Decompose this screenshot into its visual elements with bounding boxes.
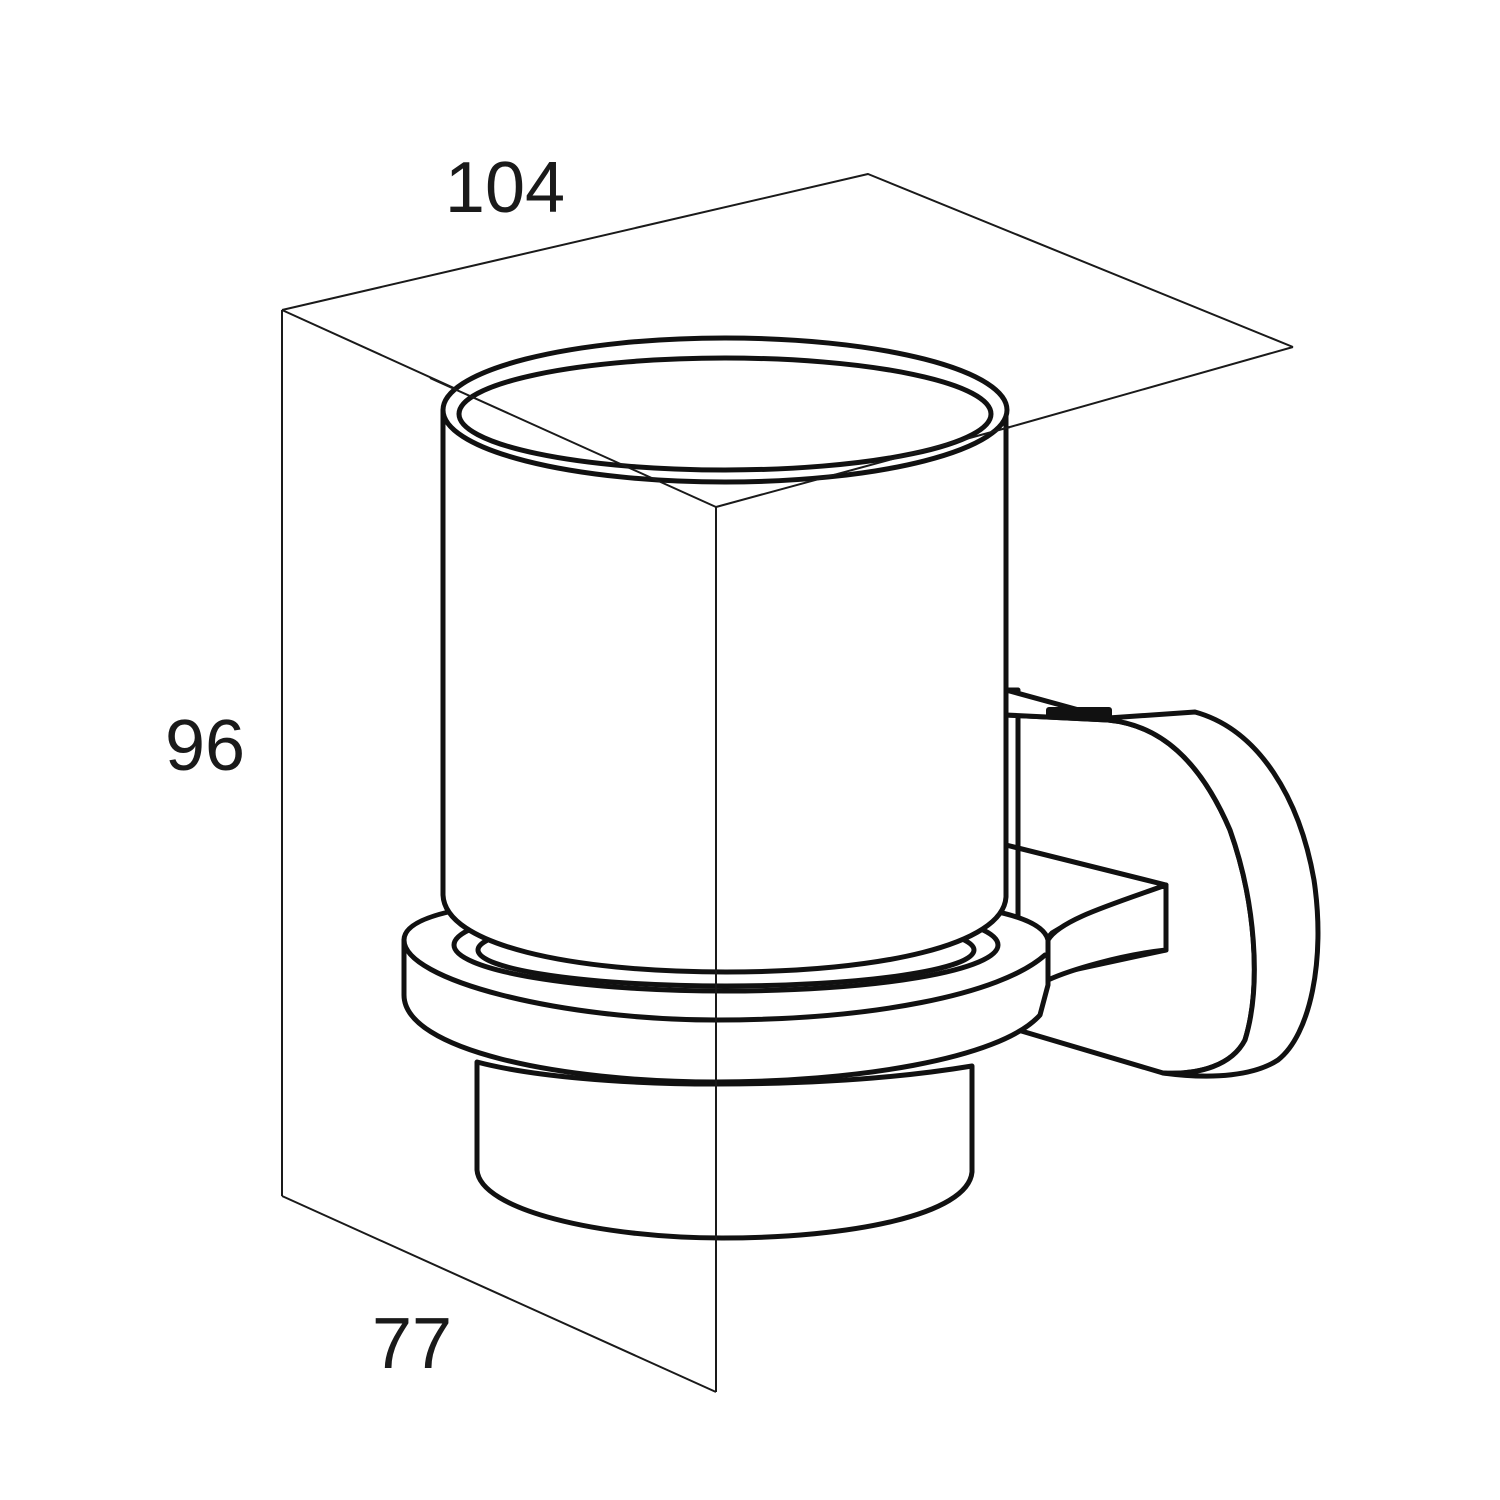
bracket-arm-side xyxy=(1045,882,1169,983)
tumbler-cup xyxy=(440,335,1010,975)
dimension-box-front-right-edge xyxy=(1009,346,1294,428)
dimension-box-top-back-edge xyxy=(281,173,1294,348)
depth-dimension-label: 77 xyxy=(372,1304,452,1384)
wall-mount-bracket xyxy=(1003,687,1321,1079)
dimension-box-top-front-edge-overlay xyxy=(715,426,1011,508)
dimension-box-bottom-edge xyxy=(281,1195,717,1393)
width-dimension-label: 104 xyxy=(445,148,565,228)
dimension-box-top-left-edge-overlay xyxy=(429,377,717,508)
bracket-logo-slot xyxy=(1046,707,1112,719)
height-dimension-label: 96 xyxy=(165,706,245,786)
cup-outer-rim xyxy=(440,335,1010,485)
bracket-back-disc xyxy=(1003,687,1321,1079)
cup-bottom xyxy=(474,1059,975,1241)
cup-body xyxy=(440,407,1009,975)
cup-inner-rim xyxy=(456,355,994,473)
